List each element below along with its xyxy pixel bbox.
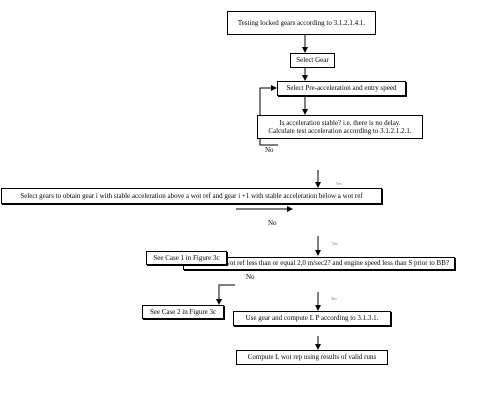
select-gear-node: Select Gear xyxy=(290,53,335,68)
select-pre-acceleration-node: Select Pre-acceleration and entry speed xyxy=(277,81,406,96)
no-label-3: No xyxy=(246,273,255,281)
acceleration-stable-decision: Is acceleration stable? i.e. there is no… xyxy=(257,115,423,139)
yes-label-2: Yes xyxy=(332,241,338,246)
compute-node: Compute L wot rep using results of valid… xyxy=(236,350,388,365)
acceleration-stable-text: Is acceleration stable? i.e. there is no… xyxy=(279,119,401,127)
yes-label-3: Yes xyxy=(331,296,337,301)
select-gears-node: Select gears to obtain gear i with stabl… xyxy=(1,188,382,204)
calculate-test-acceleration-text: Calculate test acceleration according to… xyxy=(268,127,412,135)
start-node: Testing locked gears according to 3.1.2.… xyxy=(227,11,376,35)
no-label-1: No xyxy=(265,146,274,154)
case-1-node: See Case 1 in Figure 3c xyxy=(146,251,227,265)
arrow-no-to-case2 xyxy=(216,284,235,305)
case-2-node: See Case 2 in Figure 3c xyxy=(142,305,224,319)
use-gear-node: Use gear and compute L P according to 3.… xyxy=(233,311,391,326)
yes-label-1: Yes xyxy=(336,181,342,186)
no-label-2: No xyxy=(268,219,277,227)
